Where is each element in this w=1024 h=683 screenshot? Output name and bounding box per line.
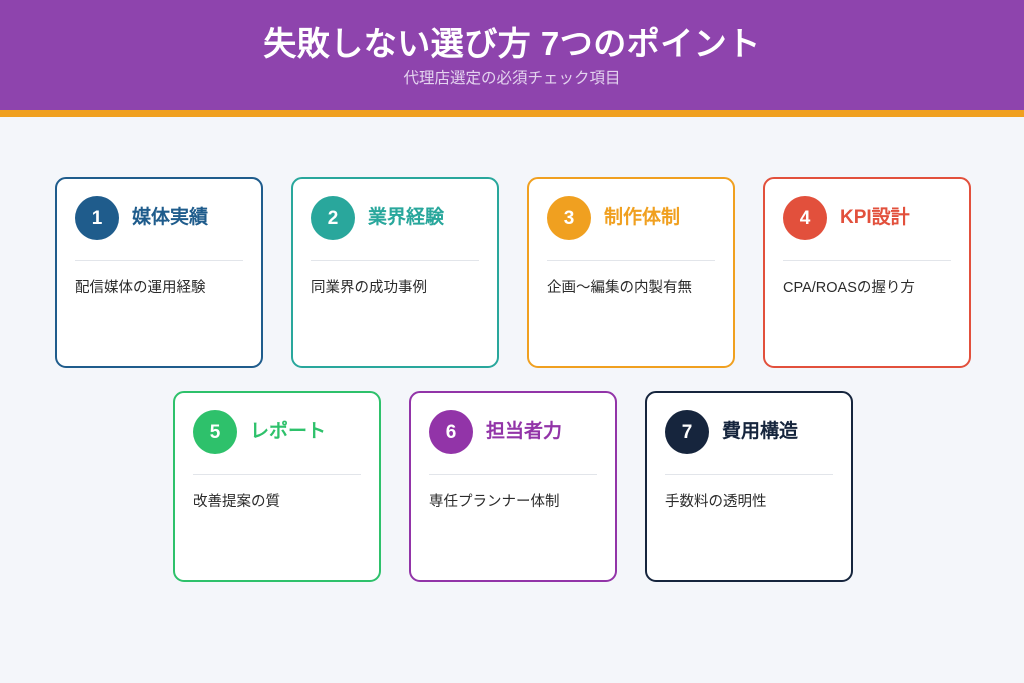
card-title-2: 業界経験 [368, 206, 445, 228]
page-title: 失敗しない選び方 7つのポイント [263, 25, 761, 63]
card-number-badge-6: 6 [429, 410, 473, 454]
page-subtitle: 代理店選定の必須チェック項目 [403, 70, 621, 88]
card-divider-4 [783, 260, 951, 261]
card-divider-7 [665, 474, 833, 475]
card-body-6: 専任プランナー体制 [429, 494, 560, 510]
card-body-2: 同業界の成功事例 [311, 280, 427, 296]
card-header-6: 6 担当者力 [429, 409, 597, 455]
card-title-4: KPI設計 [840, 206, 910, 228]
point-card-4[interactable]: 4 KPI設計 CPA/ROASの握り方 [763, 177, 971, 368]
card-title-5: レポート [250, 420, 327, 442]
point-card-2[interactable]: 2 業界経験 同業界の成功事例 [291, 177, 499, 368]
card-header-3: 3 制作体制 [547, 195, 715, 241]
card-header-1: 1 媒体実績 [75, 195, 243, 241]
card-divider-2 [311, 260, 479, 261]
card-body-1: 配信媒体の運用経験 [75, 280, 206, 296]
card-divider-1 [75, 260, 243, 261]
card-number-badge-4: 4 [783, 196, 827, 240]
card-title-7: 費用構造 [722, 420, 799, 442]
card-number-badge-2: 2 [311, 196, 355, 240]
card-number-badge-1: 1 [75, 196, 119, 240]
card-divider-3 [547, 260, 715, 261]
card-body-4: CPA/ROASの握り方 [783, 280, 915, 296]
card-divider-6 [429, 474, 597, 475]
card-header-2: 2 業界経験 [311, 195, 479, 241]
point-card-1[interactable]: 1 媒体実績 配信媒体の運用経験 [55, 177, 263, 368]
header-accent-rule [0, 110, 1024, 117]
point-card-5[interactable]: 5 レポート 改善提案の質 [173, 391, 381, 582]
card-header-4: 4 KPI設計 [783, 195, 951, 241]
card-body-3: 企画〜編集の内製有無 [547, 280, 692, 296]
card-divider-5 [193, 474, 361, 475]
point-card-grid: 1 媒体実績 配信媒体の運用経験 2 業界経験 同業界の成功事例 3 制作体制 [55, 177, 971, 582]
point-card-6[interactable]: 6 担当者力 専任プランナー体制 [409, 391, 617, 582]
card-row-2: 5 レポート 改善提案の質 6 担当者力 専任プランナー体制 7 費用構造 [55, 391, 971, 582]
point-card-3[interactable]: 3 制作体制 企画〜編集の内製有無 [527, 177, 735, 368]
card-header-5: 5 レポート [193, 409, 361, 455]
card-title-6: 担当者力 [486, 420, 563, 442]
card-row-1: 1 媒体実績 配信媒体の運用経験 2 業界経験 同業界の成功事例 3 制作体制 [55, 177, 971, 368]
card-body-7: 手数料の透明性 [665, 494, 767, 510]
card-number-badge-7: 7 [665, 410, 709, 454]
slide-header: 失敗しない選び方 7つのポイント 代理店選定の必須チェック項目 [0, 0, 1024, 110]
card-title-3: 制作体制 [604, 206, 681, 228]
card-header-7: 7 費用構造 [665, 409, 833, 455]
point-card-7[interactable]: 7 費用構造 手数料の透明性 [645, 391, 853, 582]
card-body-5: 改善提案の質 [193, 494, 280, 510]
card-number-badge-5: 5 [193, 410, 237, 454]
card-title-1: 媒体実績 [132, 206, 209, 228]
card-number-badge-3: 3 [547, 196, 591, 240]
